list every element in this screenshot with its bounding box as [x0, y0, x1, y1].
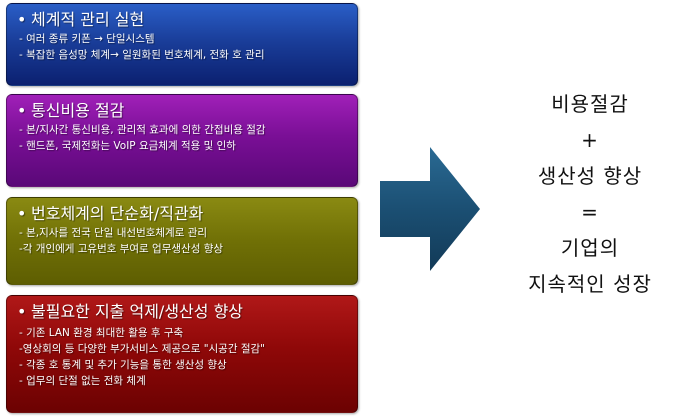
bullet: •	[17, 10, 27, 29]
box-title-text: 불필요한 지출 억제/생산성 향상	[31, 302, 244, 321]
bullet: •	[17, 204, 27, 223]
result-line-company: 기업의	[560, 236, 620, 260]
box-title: •체계적 관리 실현	[17, 9, 347, 31]
bullet: •	[17, 101, 27, 120]
box-item: - 복잡한 음성망 체계→ 일원화된 번호체계, 전화 호 관리	[19, 49, 265, 61]
result-line-plus: +	[581, 128, 599, 152]
arrow-shape	[380, 147, 480, 271]
box-title-text: 통신비용 절감	[31, 101, 125, 120]
box-item: - 핸드폰, 국제전화는 VoIP 요금체계 적용 및 인하	[19, 140, 236, 152]
result-line-cost-saving: 비용절감	[551, 92, 629, 116]
result-line-equals: =	[581, 200, 599, 224]
right-arrow-icon	[380, 147, 480, 271]
box-item: - 본,지사를 전국 단일 내선번호체계로 관리	[19, 227, 208, 239]
result-summary: 비용절감 + 생산성 향상 = 기업의 지속적인 성장	[492, 86, 688, 302]
box-title-text: 번호체계의 단순화/직관화	[31, 204, 204, 223]
box-item: - 기존 LAN 환경 최대한 활용 후 구축	[19, 327, 184, 339]
benefit-box-numbering-simplification: •번호체계의 단순화/직관화 - 본,지사를 전국 단일 내선번호체계로 관리 …	[6, 197, 358, 285]
box-title: •불필요한 지출 억제/생산성 향상	[17, 301, 347, 323]
box-title: •통신비용 절감	[17, 100, 347, 122]
box-title-text: 체계적 관리 실현	[31, 10, 145, 29]
box-item: -각 개인에게 고유번호 부여로 업무생산성 향상	[19, 243, 224, 255]
box-item: - 여러 종류 키폰 → 단일시스템	[19, 33, 155, 45]
box-item: -영상회의 등 다양한 부가서비스 제공으로 "시공간 절감"	[19, 343, 265, 355]
benefit-box-systematic-management: •체계적 관리 실현 - 여러 종류 키폰 → 단일시스템 - 복잡한 음성망 …	[6, 3, 358, 86]
box-title: •번호체계의 단순화/직관화	[17, 203, 347, 225]
result-line-productivity: 생산성 향상	[537, 164, 643, 188]
benefit-box-productivity: •불필요한 지출 억제/생산성 향상 - 기존 LAN 환경 최대한 활용 후 …	[6, 295, 358, 413]
box-item: - 각종 호 통계 및 추가 기능을 통한 생산성 향상	[19, 359, 227, 371]
box-item: - 본/지사간 통신비용, 관리적 효과에 의한 간접비용 절감	[19, 124, 266, 136]
box-item: - 업무의 단절 없는 전화 체계	[19, 375, 146, 387]
bullet: •	[17, 302, 27, 321]
benefit-box-cost-reduction: •통신비용 절감 - 본/지사간 통신비용, 관리적 효과에 의한 간접비용 절…	[6, 94, 358, 187]
result-line-growth: 지속적인 성장	[528, 272, 652, 296]
